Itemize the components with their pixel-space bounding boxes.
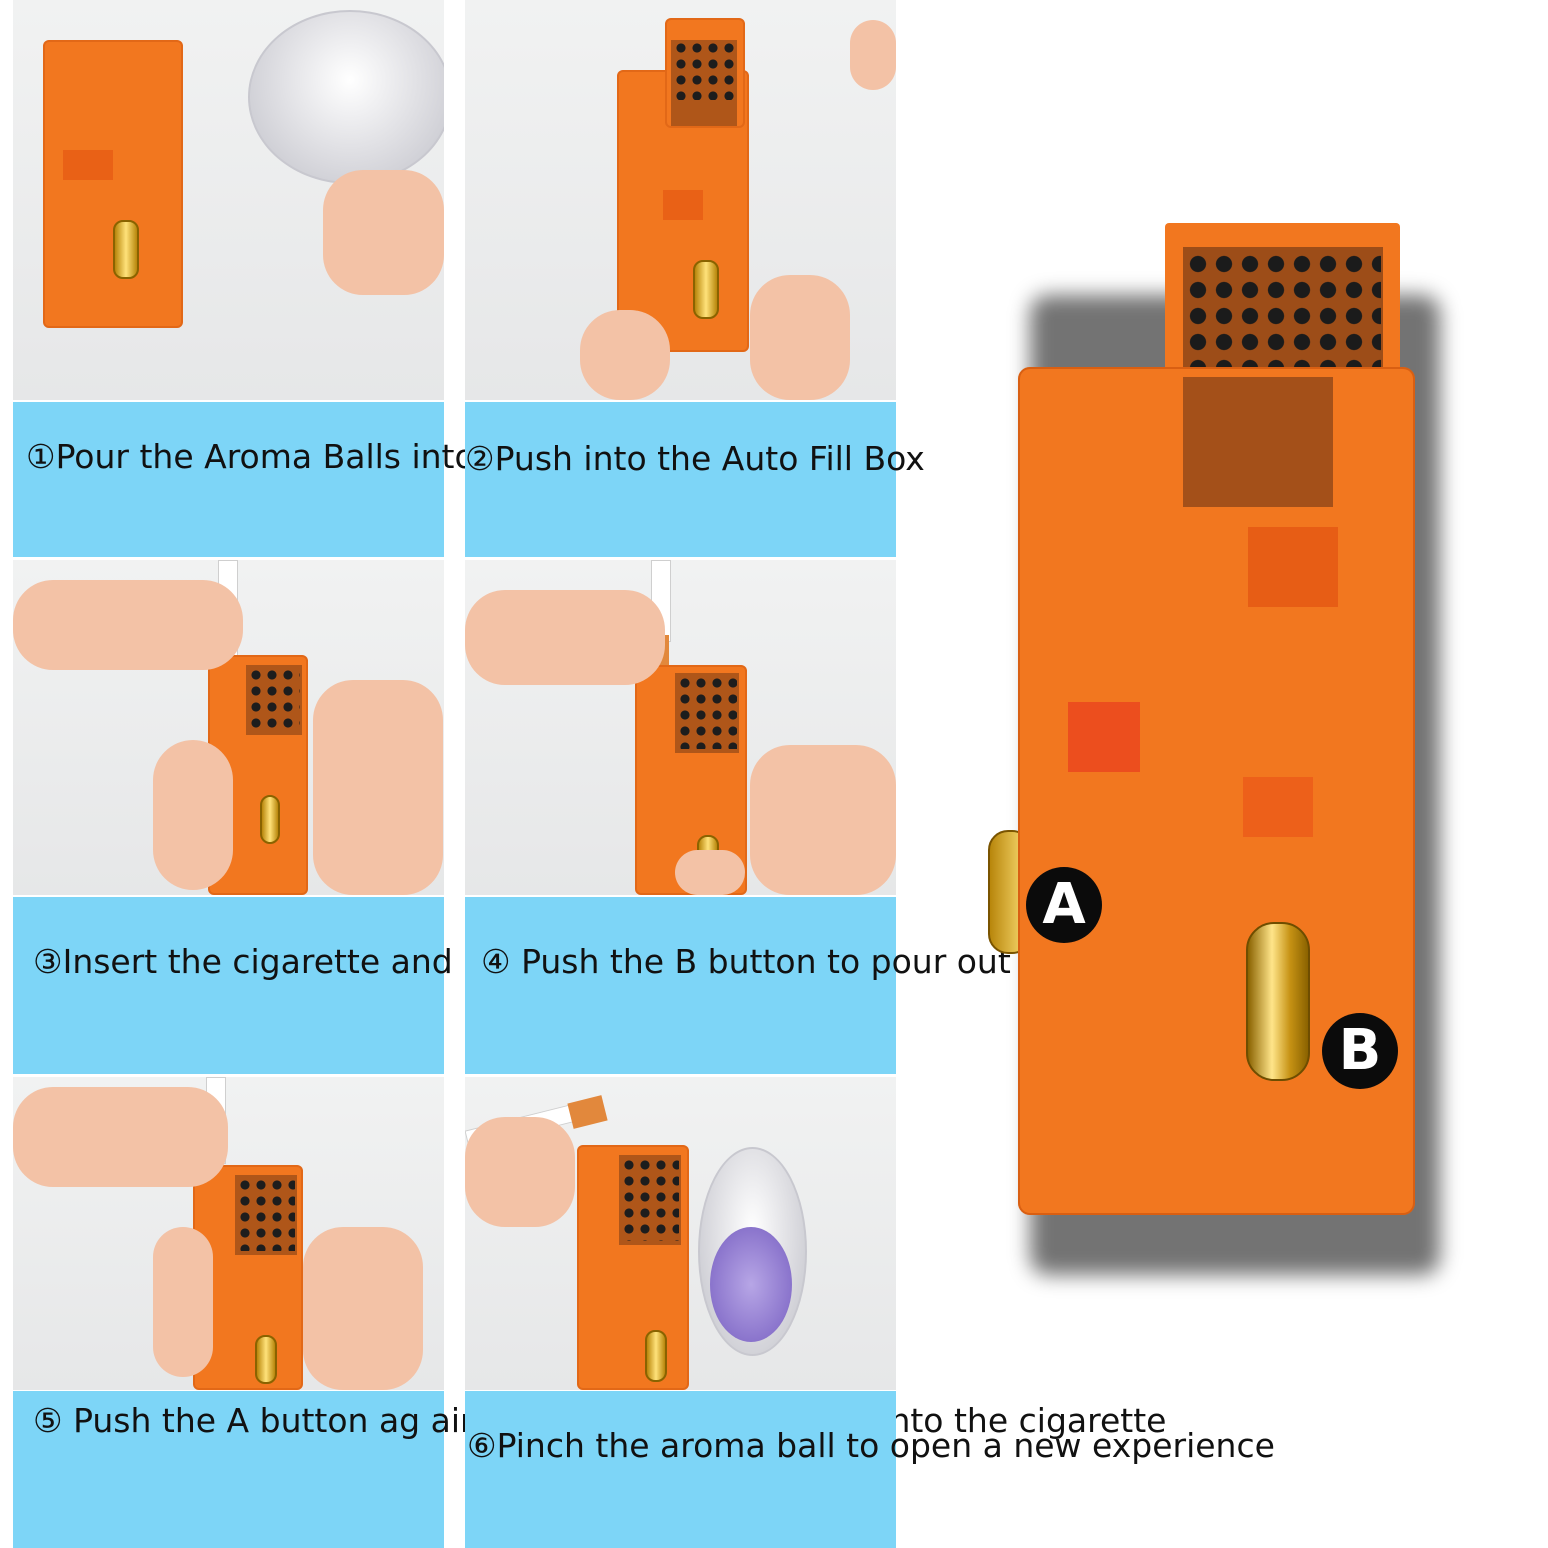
fill-box-case [43,40,183,328]
hand [313,680,443,895]
step-4-caption: ④ Push the B button to pour out a ball [465,897,1112,1074]
step-5-caption: ⑤ Push the A button ag ain to push the A… [13,1391,1166,1548]
aroma-tin [248,10,444,184]
slider-button [693,260,719,319]
step-5-photo [13,1077,444,1390]
step-2-photo [465,0,896,400]
slider-button [113,220,139,279]
hand [850,20,896,90]
marker-a: A [1026,867,1102,943]
marker-b: B [1322,1013,1398,1089]
hand [750,745,896,895]
hand [153,740,233,890]
main-case [1018,367,1415,1215]
product-closeup: A B [980,215,1450,1285]
button-b [1246,922,1310,1081]
hand [750,275,850,400]
step-1-photo [13,0,444,400]
step-6-photo [465,1077,896,1390]
hand [303,1227,423,1390]
slider-button [260,795,280,844]
step-3-photo [13,560,444,895]
fill-box-case [577,1145,689,1390]
hand [13,580,243,670]
step-6-caption: ⑥Pinch the aroma ball to open a new expe… [465,1391,1275,1548]
slider-button [645,1330,667,1382]
hand [465,1117,575,1227]
slider-button [255,1335,277,1384]
step-2-caption: ②Push into the Auto Fill Box [465,402,925,557]
hand [13,1087,228,1187]
step-1-caption: ①Pour the Aroma Balls into the storage b… [13,402,745,557]
hand [323,170,444,295]
hand [580,310,670,400]
step-3-caption: ③Insert the cigarette and push the A but… [13,897,760,1074]
hand [153,1227,213,1377]
step-4-photo [465,560,896,895]
storage-box [665,18,745,128]
hand [675,850,745,895]
hand [465,590,665,685]
